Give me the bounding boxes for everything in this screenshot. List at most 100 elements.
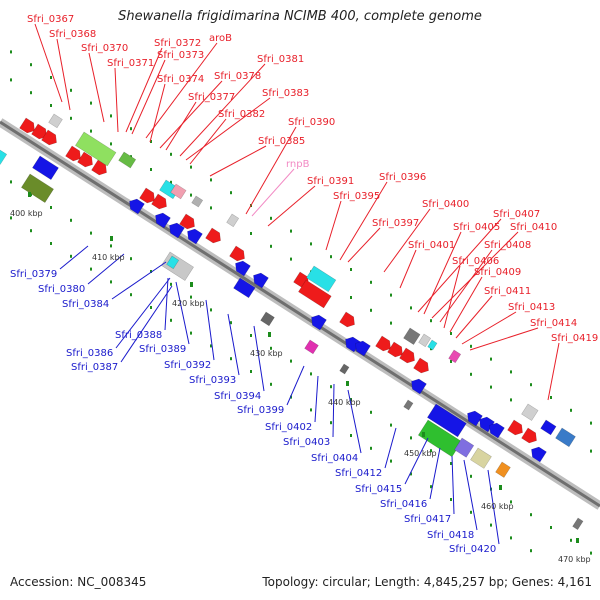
topology-summary: Topology: circular; Length: 4,845,257 bp… <box>262 575 592 589</box>
track-dot-outer-a <box>550 396 552 399</box>
reverse-gene-arrow <box>187 228 203 245</box>
reverse-gene-arrow <box>311 314 327 331</box>
forward-gene-box <box>418 333 432 348</box>
reverse-gene-arrow <box>479 416 495 433</box>
reverse-gene-arrow <box>169 222 185 239</box>
track-dot-outer-a <box>10 50 12 54</box>
track-dot-outer-a <box>390 293 392 297</box>
forward-gene-label: Sfri_0405 <box>453 222 500 233</box>
reverse-gene-label: Sfri_0393 <box>189 375 236 386</box>
forward-gene-label: Sfri_0400 <box>422 199 469 210</box>
track-dot-outer-a <box>490 357 492 361</box>
gene-labels: Sfri_0367Sfri_0368Sfri_0370Sfri_0371Sfri… <box>10 14 598 555</box>
reverse-gene-arrow <box>411 378 427 395</box>
forward-gene-label: Sfri_0396 <box>379 172 426 183</box>
track-dot-outer-a <box>510 370 512 374</box>
track-dot-outer-a <box>230 191 232 195</box>
forward-leader-line <box>449 276 483 333</box>
track-dot-inner-a <box>10 180 12 184</box>
reverse-gene-label: Sfri_0389 <box>139 344 186 355</box>
track-dot-inner-a <box>230 321 232 325</box>
reverse-gene-label: Sfri_0380 <box>38 284 85 295</box>
track-dot-outer-a <box>450 332 452 335</box>
kbp-label: 470 kbp <box>558 555 591 564</box>
track-dot-outer-b <box>210 206 212 210</box>
track-dot-outer-a <box>110 114 112 118</box>
track-dot-outer-b <box>390 321 392 325</box>
track-dot-inner-a <box>510 500 512 504</box>
track-dot-inner-a <box>350 398 352 401</box>
forward-gene-label: Sfri_0381 <box>257 54 304 65</box>
track-dot-inner-a <box>390 423 392 427</box>
track-dot-inner-b <box>170 318 172 322</box>
reverse-gene-label: Sfri_0392 <box>164 360 211 371</box>
reverse-gene-label: Sfri_0403 <box>283 437 330 448</box>
forward-gene-label: Sfri_0397 <box>372 218 419 229</box>
forward-gene-label: Sfri_0407 <box>493 209 540 220</box>
forward-gene-label: Sfri_0391 <box>307 176 354 187</box>
track-dot-inner-b <box>230 357 232 361</box>
forward-gene-box <box>75 131 117 167</box>
forward-leader-line <box>455 295 493 339</box>
reverse-gene-arrow <box>155 212 171 229</box>
forward-leader-line <box>125 47 163 133</box>
reverse-leader-line <box>286 365 305 406</box>
track-dot-outer-a <box>470 344 472 348</box>
forward-leader-line <box>179 63 266 157</box>
track-dot-outer-a <box>350 268 352 271</box>
forward-gene-arrow <box>205 227 221 244</box>
forward-gene-label: Sfri_0368 <box>49 29 96 40</box>
track-dot-outer-b <box>290 257 292 261</box>
accession-text: Accession: NC_008345 <box>10 575 147 589</box>
forward-leader-line <box>325 200 342 251</box>
kbp-tick <box>268 332 271 337</box>
forward-leader-line <box>209 145 267 177</box>
track-dot-inner-a <box>250 334 252 337</box>
reverse-gene-label: Sfri_0404 <box>311 453 358 464</box>
track-dot-outer-a <box>50 76 52 79</box>
forward-gene-box <box>191 195 204 208</box>
forward-gene-box <box>0 149 8 165</box>
label-leaders <box>34 23 560 545</box>
track-dot-inner-b <box>90 267 92 271</box>
track-dot-inner-a <box>90 231 92 235</box>
forward-gene-label: Sfri_0414 <box>530 318 577 329</box>
reverse-leader-line <box>487 469 500 545</box>
track-dot-inner-b <box>270 382 272 386</box>
forward-gene-box <box>306 265 337 293</box>
reverse-leader-line <box>253 325 265 392</box>
forward-gene-label: Sfri_0373 <box>157 50 204 61</box>
track-dot-inner-b <box>390 459 392 463</box>
forward-gene-label: aroB <box>209 33 232 44</box>
forward-leader-line <box>165 101 197 151</box>
reverse-leader-line <box>384 427 397 469</box>
track-dot-inner-a <box>450 462 452 465</box>
track-dot-outer-a <box>270 216 272 220</box>
reverse-gene-box <box>427 403 467 438</box>
reverse-gene-arrow <box>253 272 269 289</box>
track-dot-outer-b <box>370 308 372 312</box>
reverse-leader-line <box>59 245 89 270</box>
reverse-leader-line <box>87 253 125 285</box>
reverse-gene-arrow <box>129 198 145 215</box>
forward-gene-box <box>118 151 137 169</box>
kbp-label: 400 kbp <box>10 209 43 218</box>
track-dot-inner-b <box>470 510 472 514</box>
forward-gene-box <box>403 327 421 345</box>
forward-gene-arrow <box>387 341 403 358</box>
forward-gene-arrow <box>139 187 155 204</box>
forward-leader-line <box>149 83 166 143</box>
track-dot-inner-a <box>130 257 132 261</box>
reverse-leader-line <box>227 313 240 376</box>
track-dot-inner-b <box>350 434 352 437</box>
track-dot-inner-a <box>70 218 72 222</box>
reverse-gene-label: Sfri_0420 <box>449 544 496 555</box>
forward-leader-line <box>56 38 71 111</box>
forward-gene-arrow <box>91 159 107 176</box>
reverse-leader-line <box>332 383 335 438</box>
reverse-gene-label: Sfri_0417 <box>404 514 451 525</box>
reverse-gene-label: Sfri_0399 <box>237 405 284 416</box>
track-dot-inner-b <box>490 523 492 527</box>
gene-features <box>0 113 584 531</box>
